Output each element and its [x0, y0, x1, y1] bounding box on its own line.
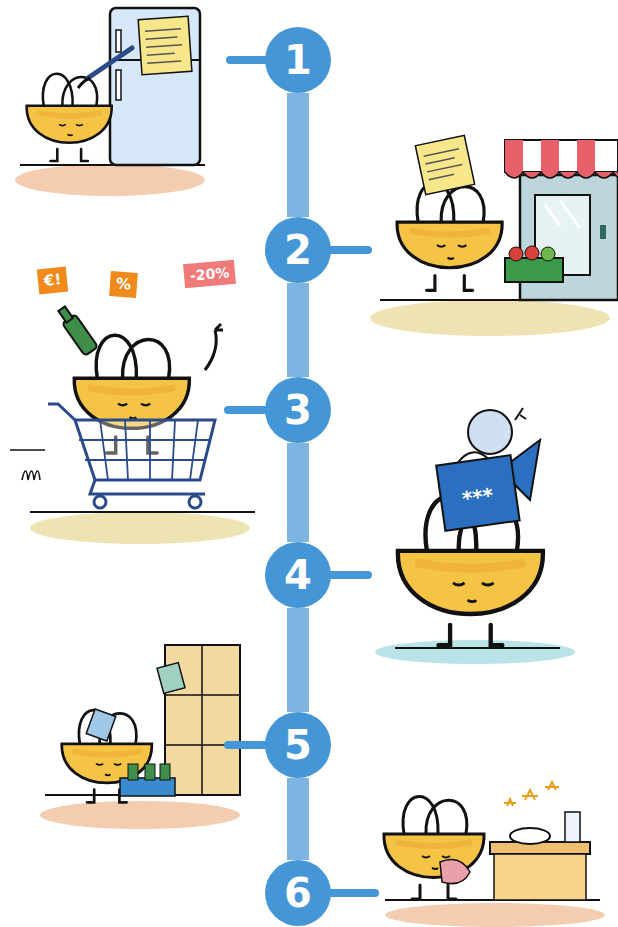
price-sticker: -20% — [183, 260, 236, 288]
step-number: 1 — [284, 40, 312, 80]
freezer-mark: *** — [454, 479, 501, 515]
scene-fridge — [15, 8, 205, 196]
step-number: 3 — [284, 390, 312, 430]
step-number: 4 — [284, 555, 312, 595]
scene-cupboard — [40, 645, 240, 829]
timeline-step: 1 — [265, 27, 331, 93]
scene-table — [384, 782, 605, 927]
step-number: 6 — [284, 873, 312, 913]
timeline-bar — [287, 608, 309, 712]
scene-cart — [10, 304, 255, 544]
timeline-bar — [287, 778, 309, 860]
timeline-bar — [287, 93, 309, 217]
timeline-step: 4 — [265, 542, 331, 608]
timeline-step: 2 — [265, 217, 331, 283]
step-number: 2 — [284, 230, 312, 270]
price-sticker: % — [109, 271, 138, 298]
timeline-tick — [228, 60, 375, 893]
timeline-step: 6 — [265, 860, 331, 926]
step-number: 5 — [284, 725, 312, 765]
timeline-bar — [287, 443, 309, 542]
timeline-step: 5 — [265, 712, 331, 778]
timeline-step: 3 — [265, 377, 331, 443]
scene-freezer — [375, 408, 575, 664]
scene-shop — [370, 135, 618, 336]
price-sticker: €! — [37, 267, 69, 295]
timeline-bar — [287, 283, 309, 377]
